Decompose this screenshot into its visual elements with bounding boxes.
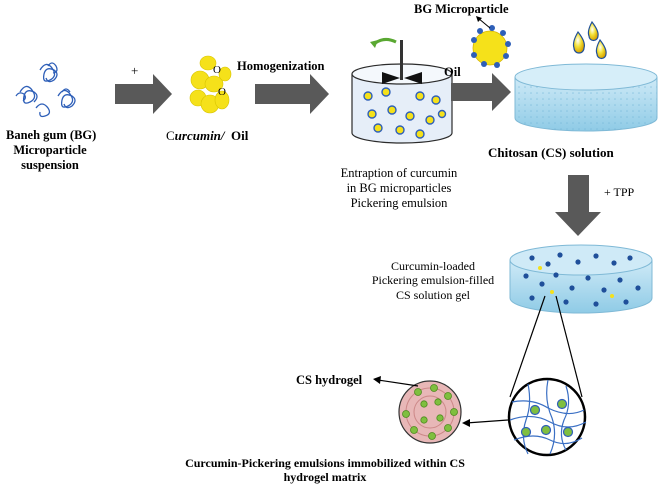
o-mark-2: O bbox=[218, 86, 226, 98]
cs-hydrogel-bead-icon bbox=[398, 380, 462, 444]
chitosan-dish-icon bbox=[514, 63, 658, 132]
chitosan-solution-label: Chitosan (CS) solution bbox=[488, 145, 614, 160]
homogenization-label: Homogenization bbox=[237, 59, 325, 73]
gel-line-2: Pickering emulsion-filled bbox=[371, 273, 495, 288]
entrapment-line-1: Entraption of curcumin bbox=[340, 166, 458, 180]
pointer-line-bead bbox=[465, 419, 509, 424]
bottom-caption-line-2: hydrogel matrix bbox=[283, 470, 367, 485]
bg-suspension-line-3: suspension bbox=[21, 158, 79, 172]
homogenizer-beaker-icon bbox=[351, 37, 453, 144]
tpp-drops-icon bbox=[572, 20, 607, 60]
cs-hydrogel-label: CS hydrogel bbox=[296, 373, 363, 387]
bg-suspension-line-2: Microparticle bbox=[13, 143, 87, 157]
bg-suspension-line-1: Baneh gum (BG) bbox=[6, 128, 97, 142]
pointer-line-label bbox=[377, 379, 419, 387]
arrow-right-1 bbox=[115, 74, 172, 114]
gel-label: Curcumin-loaded Pickering emulsion-fille… bbox=[358, 259, 508, 302]
bg-microparticle-label: BG Microparticle bbox=[414, 2, 509, 16]
entrapment-line-2: in BG microparticles bbox=[346, 181, 452, 195]
arrow-down bbox=[555, 175, 601, 236]
tpp-label: + TPP bbox=[604, 185, 635, 199]
curcumin-oil-label: Curcumin/ Oil bbox=[166, 128, 248, 144]
bg-suspension-label: Baneh gum (BG) Microparticle suspension bbox=[6, 128, 97, 173]
bottom-caption: Curcumin-Pickering emulsions immobilized… bbox=[170, 456, 480, 485]
curcumin-droplets-icon bbox=[189, 55, 232, 114]
gel-line-1: Curcumin-loaded bbox=[391, 259, 475, 273]
gel-dish-icon bbox=[509, 244, 653, 314]
zoom-line-left bbox=[509, 295, 546, 398]
entrapment-line-3: Pickering emulsion bbox=[350, 196, 448, 210]
curcumin-first-letter: C bbox=[166, 128, 175, 143]
oil-word: Oil bbox=[231, 128, 249, 143]
zoom-line-right bbox=[555, 295, 583, 398]
gel-line-3: CS solution gel bbox=[395, 287, 470, 302]
plus-sign: + bbox=[131, 63, 139, 78]
hydrogel-network-icon bbox=[507, 377, 587, 457]
curcumin-word: urcumin/ bbox=[174, 128, 225, 143]
pointer-arrowhead-bead bbox=[462, 419, 470, 427]
arrow-right-2 bbox=[255, 74, 329, 114]
oil-droplet-label: Oil bbox=[444, 65, 461, 79]
bg-microparticle-icon bbox=[15, 62, 76, 118]
arrow-right-3 bbox=[451, 73, 511, 111]
o-mark-1: O bbox=[213, 64, 221, 76]
pickering-droplet-icon bbox=[471, 16, 511, 68]
entrapment-label: Entraption of curcumin in BG micropartic… bbox=[324, 166, 474, 211]
bottom-caption-line-1: Curcumin-Pickering emulsions immobilized… bbox=[185, 456, 465, 470]
pointer-arrowhead-label bbox=[373, 376, 381, 384]
